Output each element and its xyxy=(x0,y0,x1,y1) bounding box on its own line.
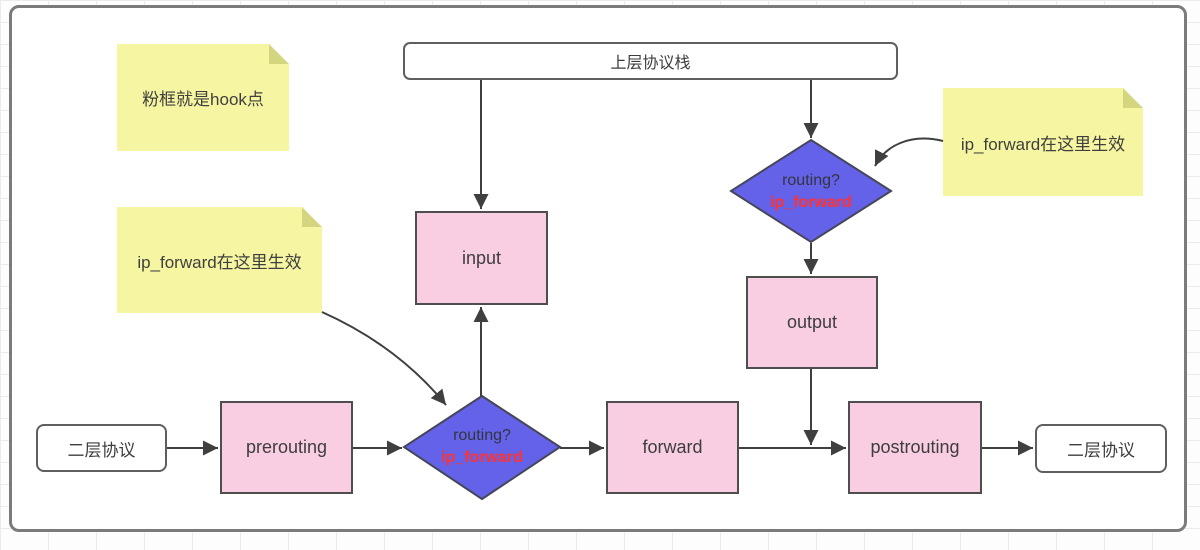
node-label: 上层协议栈 xyxy=(610,55,691,72)
node-label: output xyxy=(786,312,838,332)
node-layer2-protocol-left: 二层协议 xyxy=(36,424,167,472)
node-upper-protocol-stack: 上层协议栈 xyxy=(403,42,898,80)
node-hook-output: output xyxy=(746,276,878,369)
node-label: input xyxy=(461,247,502,268)
sticky-note-text: 粉框就是hook点 xyxy=(142,90,264,109)
node-hook-input: input xyxy=(415,211,548,305)
sticky-note-text: ip_forward在这里生效 xyxy=(137,252,302,272)
node-label: 二层协议 xyxy=(67,440,136,460)
node-layer2-protocol-right: 二层协议 xyxy=(1035,424,1167,473)
node-label: 二层协议 xyxy=(1067,441,1135,460)
sticky-note-ip-forward-left: ip_forward在这里生效 xyxy=(117,207,322,313)
sticky-note-hook-points: 粉框就是hook点 xyxy=(117,44,289,151)
sticky-note-ip-forward-right: ip_forward在这里生效 xyxy=(943,88,1143,196)
node-hook-forward: forward xyxy=(606,401,739,494)
node-label: forward xyxy=(642,437,703,457)
node-label: postrouting xyxy=(870,437,960,457)
decision-sublabel-ip-forward: ip_forward xyxy=(770,194,852,211)
decision-sublabel-ip-forward: ip_forward xyxy=(441,449,523,466)
node-hook-postrouting: postrouting xyxy=(848,401,982,494)
node-label: prerouting xyxy=(245,437,328,457)
decision-label: routing? xyxy=(782,172,840,189)
sticky-note-text: ip_forward在这里生效 xyxy=(960,134,1126,154)
node-hook-prerouting: prerouting xyxy=(220,401,353,494)
decision-label: routing? xyxy=(453,427,511,444)
